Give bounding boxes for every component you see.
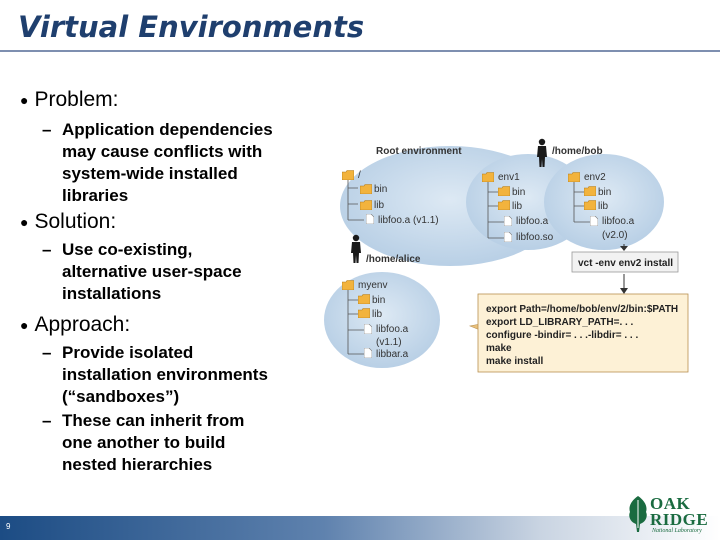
- sub-bullet-solution-1: – Use co-existing, alternative user-spac…: [42, 239, 242, 305]
- bullet-approach: ● Approach:: [20, 313, 130, 337]
- folder-icon: [584, 200, 596, 210]
- code-line: make install: [486, 356, 543, 367]
- myenv-item: lib: [372, 309, 382, 320]
- env2-item: lib: [598, 201, 608, 212]
- sub-bullet-approach-1: – Provide isolated installation environm…: [42, 342, 268, 408]
- root-environment-label: Root environment: [376, 146, 462, 157]
- text-line: (“sandboxes”): [62, 387, 180, 406]
- env1-item: libfoo.so: [516, 232, 554, 243]
- myenv-item: bin: [372, 295, 385, 306]
- oak-ridge-logo: OAK RIDGE National Laboratory: [626, 494, 720, 536]
- myenv-item: libbar.a: [376, 349, 409, 360]
- alice-path-label: /home/alice: [366, 254, 421, 265]
- folder-icon: [498, 186, 510, 196]
- folder-icon: [358, 294, 370, 304]
- text-line: one another to build: [62, 433, 226, 452]
- dash-icon: –: [42, 120, 52, 139]
- dash-icon: –: [42, 240, 52, 259]
- env2-label: env2: [584, 172, 606, 183]
- folder-icon: [482, 172, 494, 182]
- file-icon: [366, 214, 374, 224]
- text-line: Application dependencies: [62, 120, 273, 139]
- folder-icon: [584, 186, 596, 196]
- bullet-dot-icon: ●: [20, 214, 29, 230]
- myenv-item: (v1.1): [376, 337, 402, 348]
- command-box: [571, 251, 679, 273]
- env1-item: lib: [512, 201, 522, 212]
- text-line: libraries: [62, 186, 129, 205]
- bob-path-label: /home/bob: [552, 146, 603, 157]
- file-icon: [590, 216, 598, 226]
- logo-text-line1: OAK: [650, 494, 691, 513]
- page-number: 9: [6, 522, 11, 531]
- code-line: export Path=/home/bob/env/2/bin:$PATH: [486, 304, 678, 315]
- folder-icon: [568, 172, 580, 182]
- code-box: [477, 293, 689, 373]
- text-line: installations: [62, 284, 162, 303]
- myenv-label: myenv: [358, 280, 387, 291]
- footer-bar: [0, 516, 720, 540]
- env2-item: bin: [598, 187, 611, 198]
- dash-icon: –: [42, 411, 52, 430]
- text-line: Use co-existing,: [62, 240, 193, 259]
- code-line: make: [486, 343, 512, 354]
- folder-icon: [498, 200, 510, 210]
- env2-item: libfoo.a: [602, 216, 635, 227]
- root-item: libfoo.a (v1.1): [378, 215, 439, 226]
- file-icon: [504, 232, 512, 242]
- folder-icon: [360, 184, 372, 194]
- root-dir-label: /: [358, 170, 361, 181]
- command-text: vct -env env2 install: [578, 258, 673, 269]
- text-line: Provide isolated: [62, 343, 194, 362]
- root-item: lib: [374, 200, 384, 211]
- env1-label: env1: [498, 172, 520, 183]
- heading-problem: Problem:: [34, 88, 119, 111]
- slide-title: Virtual Environments: [18, 10, 365, 44]
- env2-item: (v2.0): [602, 230, 628, 241]
- sub-bullet-approach-2: – These can inherit from one another to …: [42, 410, 244, 476]
- dash-icon: –: [42, 343, 52, 362]
- folder-icon: [342, 280, 354, 290]
- text-line: These can inherit from: [62, 411, 245, 430]
- bullet-problem: ● Problem:: [20, 88, 119, 112]
- environment-diagram: Root environment / bin lib libfoo.a (v1.…: [324, 138, 689, 373]
- bullet-solution: ● Solution:: [20, 210, 116, 234]
- heading-approach: Approach:: [34, 313, 131, 336]
- env1-item: libfoo.a: [516, 216, 549, 227]
- logo-text-line2: RIDGE: [650, 510, 709, 529]
- text-line: may cause conflicts with: [62, 142, 263, 161]
- heading-solution: Solution:: [34, 210, 117, 233]
- env1-item: bin: [512, 187, 525, 198]
- myenv-bubble: [324, 272, 440, 368]
- logo-text-line3: National Laboratory: [652, 528, 702, 534]
- sub-bullet-problem-1: – Application dependencies may cause con…: [42, 119, 273, 207]
- title-divider: [0, 50, 720, 52]
- file-icon: [504, 216, 512, 226]
- file-icon: [364, 324, 372, 334]
- text-line: alternative user-space: [62, 262, 242, 281]
- code-line: export LD_LIBRARY_PATH=. . .: [486, 317, 634, 328]
- text-line: system-wide installed: [62, 164, 238, 183]
- folder-icon: [342, 170, 354, 180]
- file-icon: [364, 348, 372, 358]
- oak-leaf-icon: [629, 496, 647, 532]
- text-line: installation environments: [62, 365, 268, 384]
- root-item: bin: [374, 184, 387, 195]
- myenv-item: libfoo.a: [376, 324, 409, 335]
- bullet-dot-icon: ●: [20, 317, 29, 333]
- folder-icon: [360, 200, 372, 210]
- text-line: nested hierarchies: [62, 455, 213, 474]
- code-line: configure -bindir= . . .-libdir= . . .: [486, 330, 638, 341]
- bullet-dot-icon: ●: [20, 92, 29, 108]
- folder-icon: [358, 308, 370, 318]
